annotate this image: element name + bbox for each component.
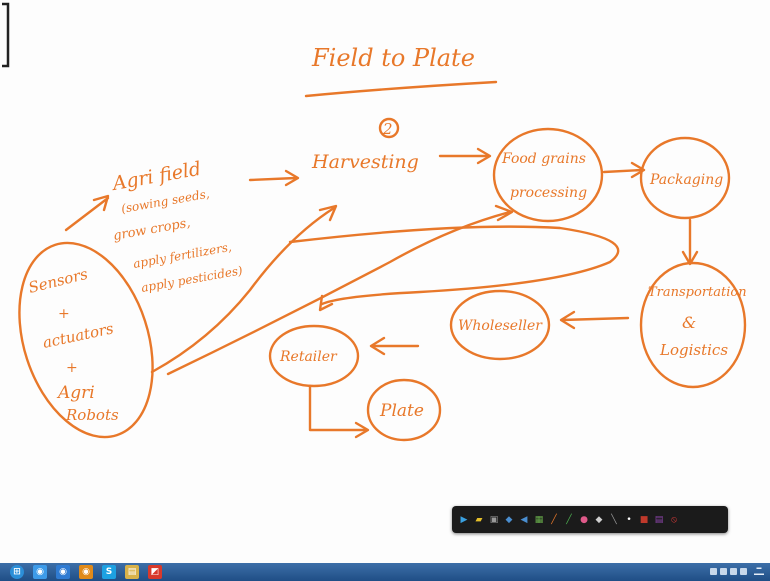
wholeseller-label: Wholeseller bbox=[458, 318, 543, 334]
robots-label: Robots bbox=[65, 406, 119, 424]
folder-app-icon[interactable]: ▤ bbox=[125, 565, 139, 579]
sensors-label: Sensors bbox=[27, 265, 90, 297]
diagram-title: Field to Plate bbox=[311, 44, 475, 72]
plate-circle bbox=[366, 378, 442, 442]
pen-tool[interactable]: ● bbox=[580, 514, 588, 525]
processing-label-1: Food grains bbox=[501, 151, 586, 167]
whiteboard-canvas: Field to Plate 2 Sensors + actuators + A… bbox=[2, 2, 747, 533]
retailer-circle bbox=[268, 324, 360, 388]
eraser-tool[interactable]: ◆ bbox=[505, 514, 513, 525]
close-tool[interactable]: ⦸ bbox=[671, 514, 677, 525]
volume-icon[interactable] bbox=[730, 567, 737, 575]
agri-label: Agri bbox=[56, 383, 95, 403]
pointer-tool[interactable]: ▶ bbox=[460, 514, 468, 525]
highlighter-tool[interactable]: ▰ bbox=[475, 514, 483, 525]
sensors-ellipse bbox=[18, 241, 154, 439]
color-tool[interactable]: ■ bbox=[639, 514, 649, 525]
dot-tool[interactable]: • bbox=[626, 514, 632, 525]
clipboard-tool[interactable]: ▣ bbox=[489, 514, 499, 525]
agri-field-task-2: grow crops, bbox=[112, 216, 191, 244]
undo-tool[interactable]: ◀ bbox=[520, 514, 528, 525]
network-icon[interactable] bbox=[710, 567, 717, 575]
agri-field-task-4: apply pesticides) bbox=[140, 263, 244, 295]
window-edge-bracket bbox=[2, 2, 10, 68]
processing-circle bbox=[492, 127, 604, 223]
actuators-label: actuators bbox=[41, 319, 115, 352]
clock-date: ▬▬ bbox=[754, 571, 764, 577]
taskbar-apps: ◉ ◉ ◉ S ▤ ◩ bbox=[24, 565, 162, 579]
ampersand-label: & bbox=[682, 313, 696, 332]
clock-time: ▬ bbox=[756, 565, 762, 571]
media-app-icon[interactable]: ◉ bbox=[56, 565, 70, 579]
processing-label-2: processing bbox=[510, 185, 587, 201]
agri-field-task-3: apply fertilizers, bbox=[132, 240, 233, 271]
line-tool[interactable]: ╲ bbox=[611, 514, 617, 525]
packaging-circle bbox=[639, 136, 731, 220]
windows-taskbar: ⊞ ◉ ◉ ◉ S ▤ ◩ ▬ ▬▬ bbox=[0, 563, 770, 581]
shape-tool[interactable]: ◆ bbox=[595, 514, 603, 525]
wholeseller-circle bbox=[449, 289, 551, 361]
system-tray: ▬ ▬▬ bbox=[710, 565, 764, 577]
plate-label: Plate bbox=[379, 401, 424, 421]
battery-icon[interactable] bbox=[740, 567, 747, 575]
browser-app-icon[interactable]: ◉ bbox=[79, 565, 93, 579]
retailer-label: Retailer bbox=[279, 349, 338, 365]
screen-tool[interactable]: ▦ bbox=[534, 514, 544, 525]
pen-green-tool[interactable]: ╱ bbox=[566, 514, 572, 525]
plus-sign-1: + bbox=[58, 306, 70, 322]
flag-icon[interactable] bbox=[720, 567, 727, 575]
logistics-label: Logistics bbox=[659, 341, 728, 359]
annotation-toolbar: ▶ ▰ ▣ ◆ ◀ ▦ ╱ ╱ ● ◆ ╲ • ■ ▤ ⦸ bbox=[452, 506, 728, 533]
step-number-circle bbox=[378, 117, 400, 139]
flow-arrows bbox=[64, 147, 699, 439]
palette-tool[interactable]: ▤ bbox=[654, 514, 664, 525]
transportation-circle bbox=[639, 261, 747, 389]
skype-app-icon[interactable]: S bbox=[102, 565, 116, 579]
step-number: 2 bbox=[382, 120, 393, 138]
packaging-label: Packaging bbox=[649, 172, 723, 188]
clock[interactable]: ▬ ▬▬ bbox=[754, 565, 764, 577]
transportation-label: Transportation bbox=[648, 285, 747, 300]
harvesting-label: Harvesting bbox=[311, 151, 419, 173]
plus-sign-2: + bbox=[66, 360, 78, 376]
chrome-app-icon[interactable]: ◉ bbox=[33, 565, 47, 579]
pen-orange-tool[interactable]: ╱ bbox=[551, 514, 557, 525]
title-underline bbox=[304, 80, 498, 98]
start-button[interactable]: ⊞ bbox=[10, 565, 24, 579]
acrobat-app-icon[interactable]: ◩ bbox=[148, 565, 162, 579]
ink-drawing: Field to Plate 2 Sensors + actuators + A… bbox=[18, 44, 747, 442]
